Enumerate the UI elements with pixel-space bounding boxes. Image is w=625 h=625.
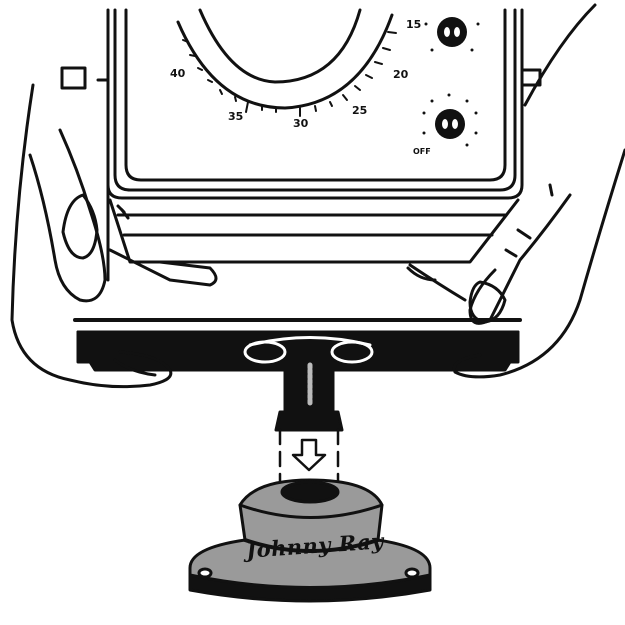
upper-knob (424, 17, 480, 52)
right-hand (406, 3, 625, 379)
dial-scale (176, 8, 397, 117)
dial-label-20: 20 (393, 68, 409, 81)
dial-label-40: 40 (170, 67, 186, 80)
instrument-box (60, 8, 542, 334)
dial-label-35: 35 (228, 110, 244, 123)
lower-knob (422, 93, 478, 147)
dial-label-30: 30 (293, 117, 309, 130)
down-arrow (278, 428, 340, 490)
left-hand (10, 83, 218, 389)
threaded-stud (274, 360, 344, 432)
dial-label-25: 25 (352, 104, 368, 117)
knob-label-off: OFF (413, 147, 431, 156)
plate-eye-ring (243, 336, 374, 364)
threaded-base (188, 478, 432, 603)
dial-label-15: 15 (406, 18, 422, 31)
